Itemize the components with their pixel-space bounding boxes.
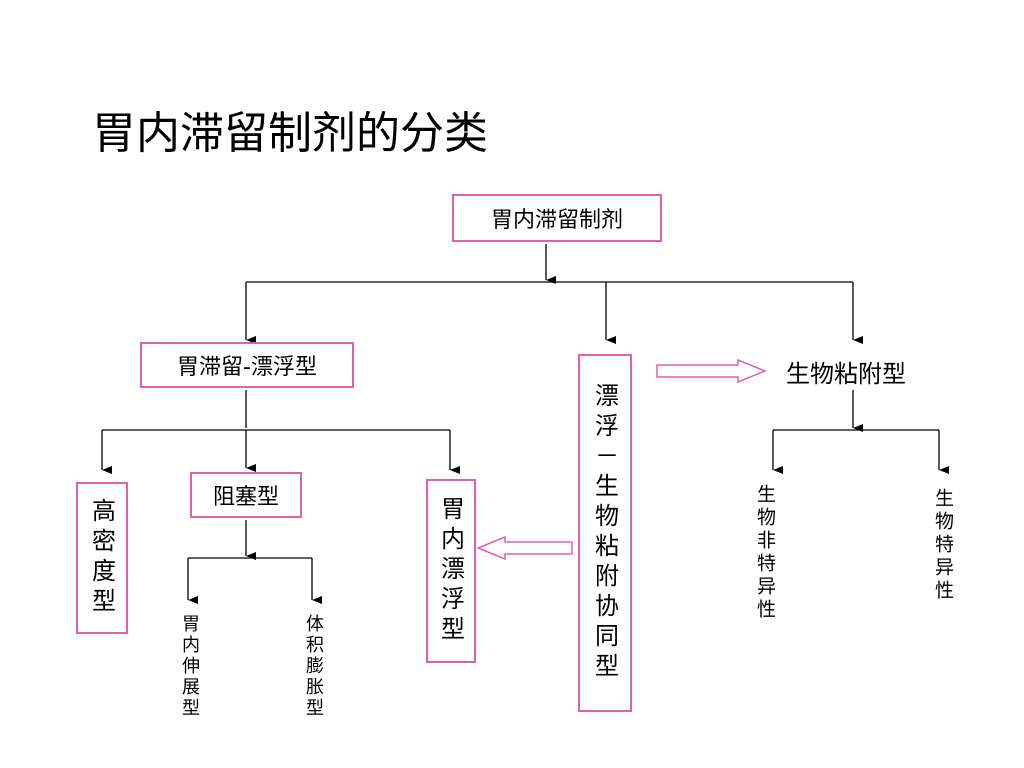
specific-label: 生物特异性 bbox=[932, 488, 954, 603]
stretch-type-label: 胃内伸展型 bbox=[179, 614, 200, 719]
float-bioadhesive-node: 漂浮－生物粘附协同型 bbox=[578, 354, 632, 712]
swelling-type-label: 体积膨胀型 bbox=[303, 614, 324, 719]
hollow-arrow-right-icon bbox=[656, 358, 767, 384]
intragastric-float-node: 胃内漂浮型 bbox=[426, 479, 476, 663]
nonspecific-label: 生物非特异性 bbox=[754, 484, 776, 622]
root-node: 胃内滞留制剂 bbox=[452, 194, 662, 242]
blocking-node: 阻塞型 bbox=[190, 472, 302, 518]
page-title: 胃内滞留制剂的分类 bbox=[92, 108, 488, 159]
hollow-arrow-left-icon bbox=[476, 535, 573, 561]
bioadhesive-node: 生物粘附型 bbox=[786, 360, 906, 388]
floating-type-node: 胃滞留-漂浮型 bbox=[140, 342, 354, 388]
high-density-node: 高密度型 bbox=[76, 482, 128, 634]
